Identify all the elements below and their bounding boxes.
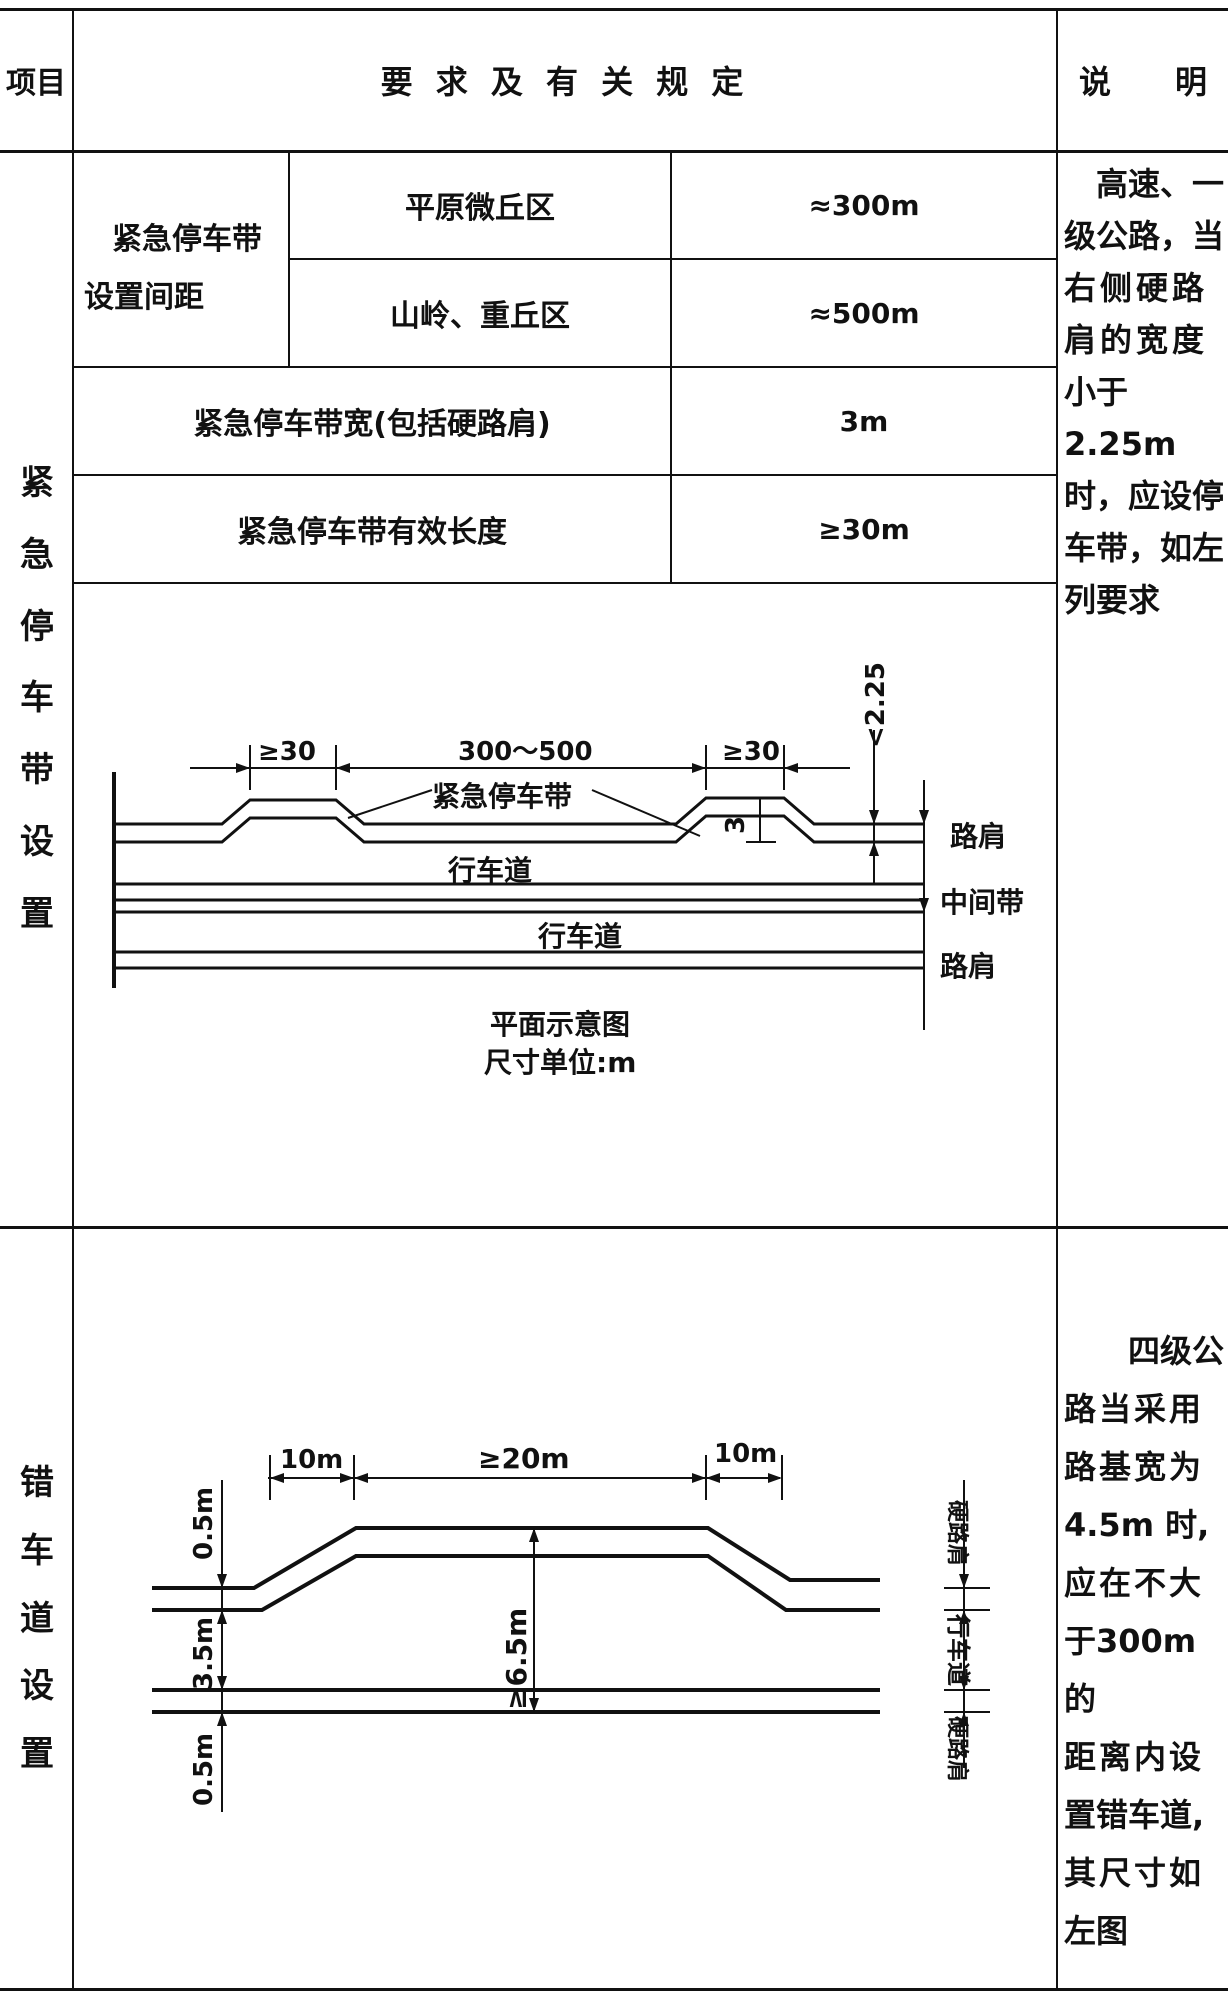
shoulder-top-label: 路肩 (950, 820, 1006, 853)
terrain-mountain-name: 山岭、重丘区 (390, 299, 570, 334)
bay-callout: 紧急停车带 (432, 780, 572, 813)
right-bottom-shoulder-label: 硬路肩 (944, 1716, 970, 1782)
lane-label-1: 行车道 (447, 854, 532, 887)
col-divider-1 (72, 8, 74, 1990)
section1-label-char: 停 (20, 606, 54, 647)
spacing-label-line2: 设置间距 (84, 280, 204, 315)
note-line: 小于2.25m (1064, 373, 1177, 463)
header-requirements-column: 要 求 及 有 关 规 定 (380, 63, 750, 101)
table-bottom-border (0, 1988, 1228, 1991)
section2-label-char: 错 (20, 1463, 54, 1503)
shoulder-bottom-label: 路肩 (940, 950, 996, 983)
section2-label-char: 车 (20, 1530, 54, 1571)
note-line: 距离内设 (1064, 1738, 1205, 1776)
section1-label-char: 带 (20, 750, 54, 791)
diagram1-unit: 尺寸单位:m (484, 1046, 636, 1079)
note-line: 路基宽为 (1064, 1448, 1205, 1486)
row-line-c (72, 474, 1056, 476)
section1-note: 高速、一 级公路，当 右侧硬路 肩的宽度 小于2.25m 时，应设停 车带，如左… (1064, 158, 1224, 626)
note-line: 置错车道, (1064, 1796, 1205, 1834)
note-line: 4.5m 时, (1064, 1506, 1210, 1544)
bottom-shoulder-dim: 0.5m (189, 1733, 219, 1806)
diagram1-caption: 平面示意图 (490, 1008, 630, 1041)
width-row-name: 紧急停车带宽(包括硬路肩) (193, 407, 551, 442)
bay-length-label: ≥20m (478, 1442, 570, 1475)
section2-label-char: 设 (20, 1666, 54, 1707)
section-divider (0, 1226, 1228, 1229)
note-line: 左图 (1064, 1912, 1129, 1950)
section2-label: 错 车 道 设 置 (10, 1455, 64, 1775)
length-row-name: 紧急停车带有效长度 (237, 515, 507, 550)
note-line: 车带，如左 (1064, 529, 1225, 567)
table-top-border (0, 8, 1228, 11)
right-top-shoulder-label: 硬路肩 (944, 1500, 970, 1566)
total-width-dim: ≥6.5m (500, 1608, 533, 1710)
section2-label-char: 置 (20, 1734, 54, 1774)
col-divider-2 (1056, 8, 1058, 1990)
note-line: 级公路，当 (1064, 217, 1225, 255)
header-bottom-border (0, 150, 1228, 153)
inner-col-1 (288, 150, 290, 368)
inner-col-2 (670, 150, 672, 584)
section1-label-char: 急 (20, 534, 54, 575)
lane-label-2: 行车道 (537, 920, 622, 953)
note-line: 高速、一 (1095, 165, 1224, 203)
note-line: 四级公 (1127, 1332, 1224, 1370)
header-item-column: 项目 (6, 66, 66, 101)
header-notes-column: 说 明 (1078, 63, 1207, 101)
note-line: 于300m的 (1064, 1622, 1197, 1718)
bay-taper-right-label: 10m (714, 1439, 777, 1469)
dim-left-label: ≥30 (258, 737, 316, 767)
note-line: 时，应设停 (1064, 477, 1225, 515)
row-line-b (72, 366, 1056, 368)
depth-label: 3 (721, 816, 751, 834)
right-lane-label: 行车道 (944, 1613, 972, 1686)
dim-right-label: ≥30 (722, 737, 780, 767)
note-line: 应在不大 (1064, 1564, 1205, 1602)
terrain-plain-name: 平原微丘区 (405, 191, 555, 226)
section1-label-char: 车 (20, 678, 54, 719)
median-label: 中间带 (940, 886, 1024, 919)
width-row-value: 3m (839, 404, 889, 438)
note-line: 路当采用 (1064, 1390, 1205, 1428)
section1-label-char: 紧 (20, 463, 54, 503)
shoulder-width-label: <2.25 (861, 662, 891, 748)
section2-note: 四级公 路当采用 路基宽为 4.5m 时, 应在不大 于300m的 距离内设 置… (1064, 1322, 1224, 1960)
bay-taper-left-label: 10m (280, 1445, 343, 1475)
dim-mid-label: 300～500 (458, 737, 593, 767)
note-line: 右侧硬路 (1064, 269, 1209, 307)
note-line: 其尺寸如 (1064, 1854, 1205, 1892)
note-line: 肩的宽度 (1064, 321, 1209, 359)
row-line-a (288, 258, 1056, 260)
section1-label-char: 置 (20, 893, 54, 934)
row-line-d (72, 582, 1056, 584)
top-shoulder-dim: 0.5m (189, 1487, 219, 1560)
note-line: 列要求 (1064, 581, 1161, 619)
section1-label-char: 设 (20, 822, 54, 863)
terrain-plain-value: ≈300m (808, 188, 920, 222)
length-row-value: ≥30m (818, 512, 910, 546)
lane-dim: 3.5m (189, 1617, 219, 1690)
terrain-mountain-value: ≈500m (808, 296, 920, 330)
section1-label: 紧 急 停 车 带 设 置 (10, 455, 64, 935)
spacing-label-line1: 紧急停车带 (112, 222, 262, 257)
section2-label-char: 道 (20, 1598, 54, 1639)
